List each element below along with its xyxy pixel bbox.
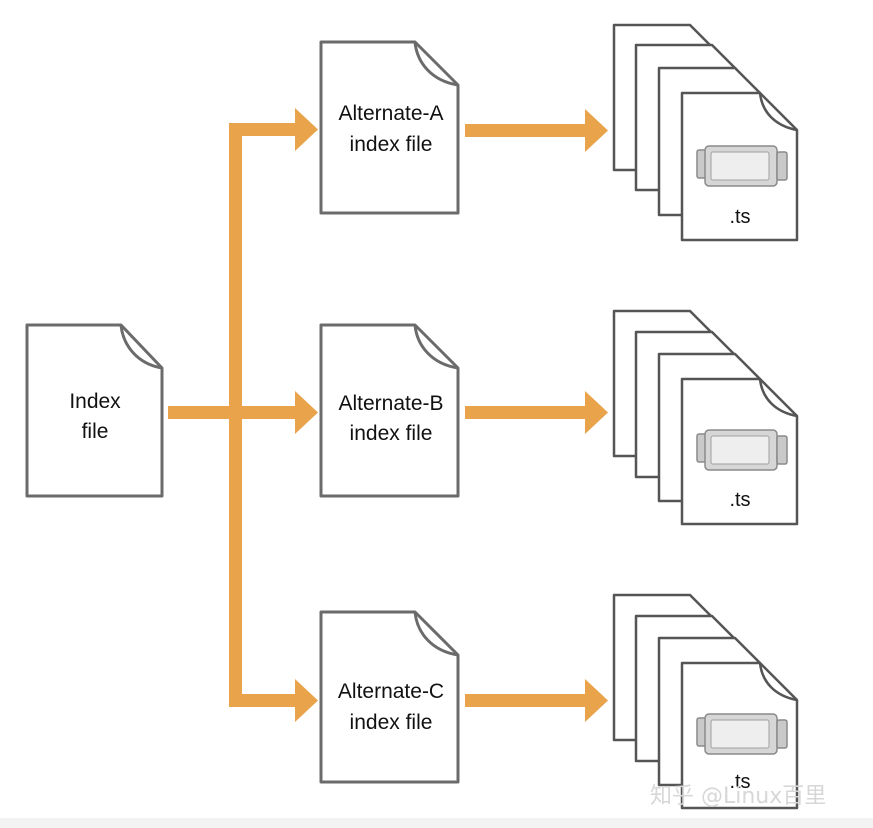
segment-stack-a: .ts <box>612 23 799 242</box>
watermark: 知乎 @Linux百里 <box>650 784 827 809</box>
bottom-strip <box>0 818 873 828</box>
branch-c-arrowhead <box>295 679 318 722</box>
index-file-label-line2: file <box>82 420 109 443</box>
alt-a-to-segments-arrowhead <box>585 109 608 152</box>
video-camera-icon <box>696 429 788 471</box>
alt-a-to-segments-shaft <box>465 124 587 137</box>
index-file-document: Index file <box>25 323 164 498</box>
branch-b-shaft <box>229 406 297 419</box>
alternate-a-document: Alternate-A index file <box>319 40 460 215</box>
alt-b-to-segments-arrowhead <box>585 391 608 434</box>
segment-b-label: .ts <box>729 489 750 511</box>
branch-c-shaft <box>229 694 297 707</box>
arrows <box>168 108 608 722</box>
alt-b-to-segments-shaft <box>465 406 587 419</box>
alternate-b-document: Alternate-B index file <box>319 323 460 498</box>
video-camera-icon <box>696 713 788 755</box>
branch-b-arrowhead <box>295 391 318 434</box>
video-camera-icon <box>696 145 788 187</box>
alternate-c-label-line2: index file <box>350 711 433 734</box>
index-to-trunk-arrow-shaft <box>168 406 242 419</box>
alternate-b-label-line1: Alternate-B <box>338 392 443 415</box>
branch-a-arrowhead <box>295 108 318 151</box>
branch-a-shaft <box>229 123 297 136</box>
alternate-a-label-line1: Alternate-A <box>338 102 443 125</box>
segment-stack-c: .ts <box>612 593 799 810</box>
segment-a-label: .ts <box>729 206 750 228</box>
alternate-c-document: Alternate-C index file <box>319 610 460 784</box>
index-file-label-line1: Index <box>69 390 121 413</box>
alternate-a-label-line2: index file <box>350 133 433 156</box>
alternate-c-label-line1: Alternate-C <box>338 680 444 703</box>
alt-c-to-segments-arrowhead <box>585 679 608 722</box>
segment-stack-b: .ts <box>612 309 799 526</box>
segment-c-label: .ts <box>729 771 750 793</box>
alternate-b-label-line2: index file <box>350 422 433 445</box>
alt-c-to-segments-shaft <box>465 694 587 707</box>
